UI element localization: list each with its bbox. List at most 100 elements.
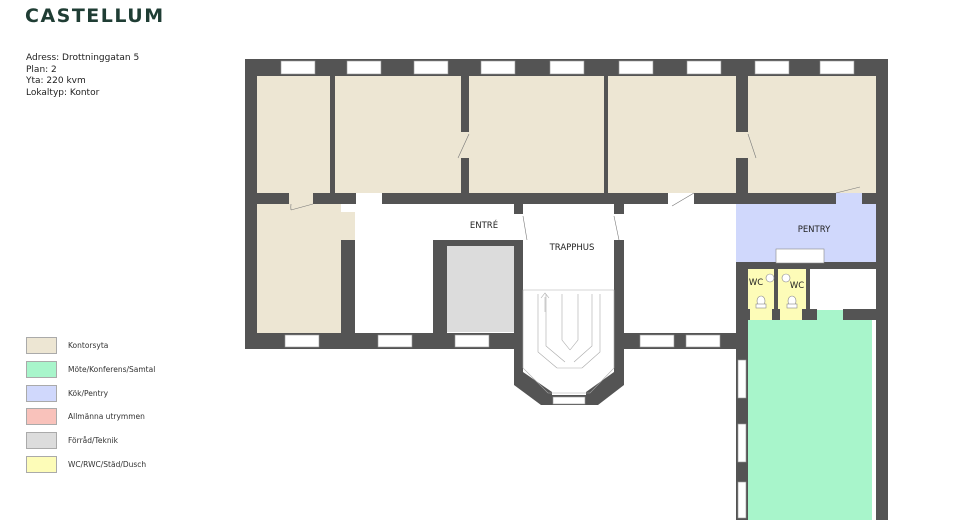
stair-line <box>561 294 571 351</box>
wall <box>245 193 888 204</box>
legend-item-kitchen: Kök/Pentry <box>26 385 108 402</box>
stair-line <box>569 294 579 351</box>
door-openings <box>289 132 862 320</box>
stair-tower-wall <box>514 349 552 405</box>
room-fills <box>257 76 876 520</box>
office-room-3 <box>469 76 604 193</box>
wall <box>614 333 748 349</box>
legend-label-office: Kontorsyta <box>68 341 109 350</box>
legend-item-meeting: Möte/Konferens/Samtal <box>26 361 155 378</box>
office-room-4 <box>608 76 736 193</box>
sink-icon <box>765 273 775 283</box>
window <box>685 334 721 348</box>
window <box>737 481 747 519</box>
legend-label-wc: WC/RWC/Städ/Dusch <box>68 460 147 469</box>
toilet-tank-icon <box>755 303 767 309</box>
stairwell-label: TRAPPHUS <box>549 243 595 253</box>
legend-swatch-wc <box>26 456 57 473</box>
legend-label-common: Allmänna utrymmen <box>68 412 145 421</box>
window <box>754 60 790 75</box>
door-opening <box>289 193 313 204</box>
legend-item-common: Allmänna utrymmen <box>26 408 145 425</box>
door-swing <box>290 203 314 211</box>
legend-swatch-storage <box>26 432 57 449</box>
office-room-5 <box>748 76 876 193</box>
wall <box>736 262 876 269</box>
stair-line <box>545 294 566 363</box>
wall <box>433 240 447 333</box>
window <box>819 60 855 75</box>
wall <box>736 309 817 320</box>
legend-swatch-common <box>26 408 57 425</box>
window <box>454 334 490 348</box>
wall <box>774 269 778 309</box>
door-swing <box>747 133 757 159</box>
legend-swatch-office <box>26 337 57 354</box>
window <box>552 396 586 405</box>
wall <box>341 240 355 333</box>
stair-line <box>537 294 558 369</box>
office-room-2 <box>335 76 461 193</box>
wc-fixtures <box>755 273 798 309</box>
property-info: Adress: Drottninggatan 5 Plan: 2 Yta: 22… <box>26 53 139 99</box>
meeting-room-notch <box>817 310 843 322</box>
stairs <box>522 289 615 394</box>
wall <box>614 204 624 349</box>
legend-item-office: Kontorsyta <box>26 337 108 354</box>
stair-line <box>581 294 601 369</box>
door-swings <box>290 133 861 241</box>
castellum-logo: CASTELLUM <box>25 5 165 27</box>
office-room-1 <box>257 76 331 193</box>
door-swing <box>613 215 620 241</box>
window <box>639 334 675 348</box>
legend-swatch-meeting <box>26 361 57 378</box>
window <box>280 60 316 75</box>
window <box>413 60 449 75</box>
window <box>686 60 722 75</box>
door-opening <box>514 214 523 240</box>
door-opening <box>668 193 694 204</box>
office-room-6 <box>257 204 341 333</box>
floor-text: Plan: 2 <box>26 64 57 75</box>
door-opening <box>461 132 469 158</box>
toilet-tank-icon <box>786 303 798 309</box>
legend-swatch-kitchen <box>26 385 57 402</box>
window <box>737 423 747 463</box>
door-opening <box>836 193 862 204</box>
door-swing <box>522 215 528 241</box>
wall <box>330 76 335 193</box>
address-text: Adress: Drottninggatan 5 <box>26 53 140 63</box>
door-swing <box>835 186 861 194</box>
pantry-counter <box>775 248 825 264</box>
legend-item-storage: Förråd/Teknik <box>26 432 118 449</box>
door-swing <box>457 133 470 159</box>
wc-label-2: WC <box>790 281 804 291</box>
wall <box>843 309 888 320</box>
windows <box>280 60 855 519</box>
entrance-label: ENTRÉ <box>470 219 498 231</box>
window <box>377 334 413 348</box>
stair-outline <box>522 289 615 394</box>
legend-label-kitchen: Kök/Pentry <box>68 389 109 398</box>
sink-icon <box>781 273 791 283</box>
window <box>284 334 320 348</box>
area-text: Yta: 220 kvm <box>26 76 86 86</box>
wall <box>876 59 888 520</box>
stair-arrow <box>540 292 550 299</box>
wall <box>447 240 514 246</box>
window <box>618 60 654 75</box>
premises-type-text: Lokaltyp: Kontor <box>26 87 100 98</box>
window <box>549 60 585 75</box>
door-swing <box>671 192 695 207</box>
legend-item-wc: WC/RWC/Städ/Dusch <box>26 456 146 473</box>
door-opening <box>736 204 748 232</box>
meeting-room <box>748 320 872 520</box>
window <box>346 60 382 75</box>
door-opening <box>780 309 802 320</box>
wall <box>514 204 523 349</box>
office-corridor-niche <box>341 212 355 240</box>
pantry-extension <box>736 232 750 262</box>
legend-label-meeting: Möte/Konferens/Samtal <box>68 365 156 374</box>
window <box>737 359 747 399</box>
